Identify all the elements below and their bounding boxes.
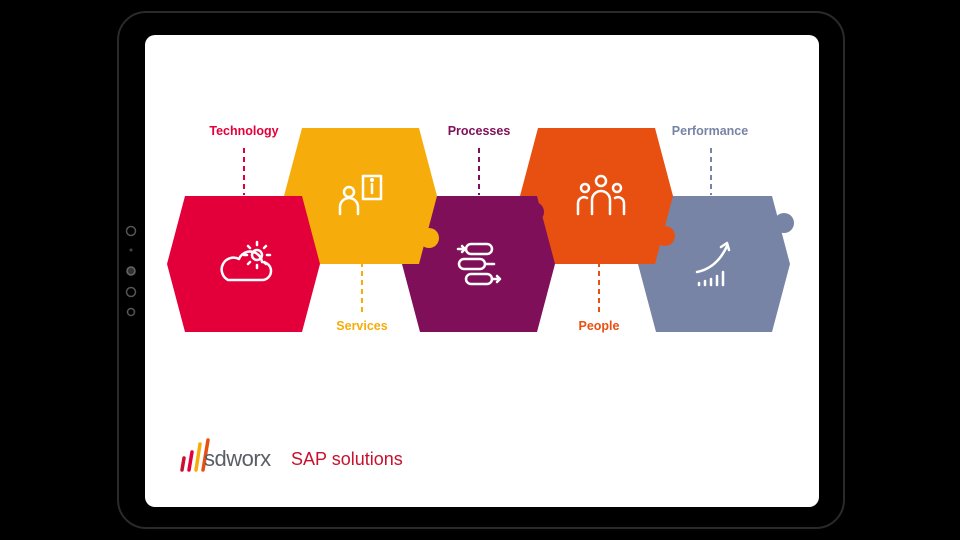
side-button-middle	[125, 286, 137, 298]
hex-services	[284, 128, 439, 264]
sdworx-logo-mark	[180, 438, 210, 472]
growth-chart-icon	[695, 241, 731, 287]
side-button-bottom	[126, 307, 136, 317]
cloud-gear-icon	[220, 240, 273, 282]
hex-people	[520, 128, 675, 264]
process-flow-icon	[456, 242, 502, 286]
logo-brand: sdworx	[204, 446, 271, 471]
label-technology: Technology	[209, 124, 279, 138]
label-services: Services	[336, 319, 388, 333]
side-button-top	[125, 225, 137, 237]
hex-processes	[402, 196, 555, 332]
label-processes: Processes	[447, 124, 511, 138]
label-performance: Performance	[671, 124, 749, 138]
sdworx-logo: sdworx SAP solutions	[180, 440, 440, 480]
camera-icon	[126, 266, 136, 276]
person-info-icon	[338, 174, 383, 216]
side-dot	[129, 248, 133, 252]
hex-technology	[167, 196, 320, 332]
people-group-icon	[576, 174, 626, 216]
logo-suffix: SAP solutions	[291, 449, 403, 469]
label-people: People	[578, 319, 620, 333]
